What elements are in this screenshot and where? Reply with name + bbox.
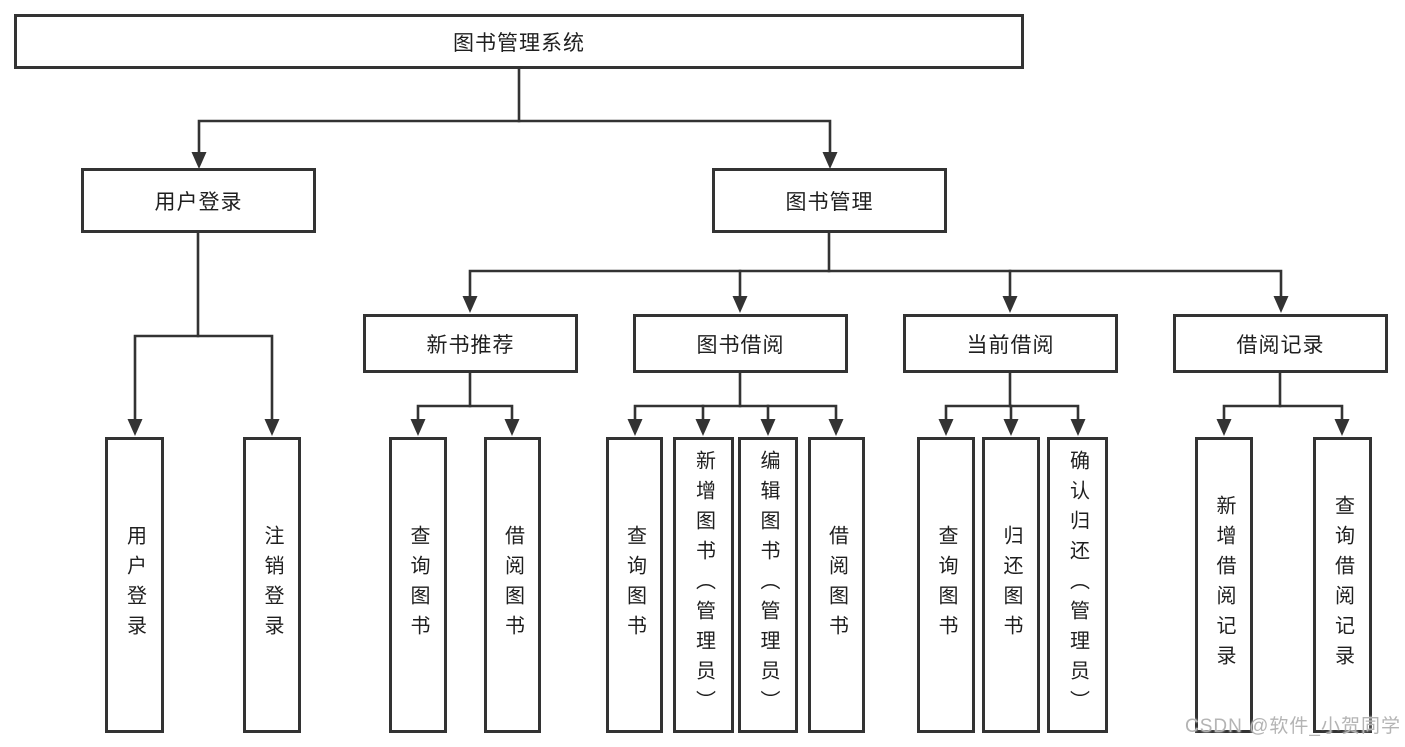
leaf-query-borrow-record: 查询借阅记录 (1313, 437, 1372, 733)
node-borrow-record-label: 借阅记录 (1236, 333, 1325, 357)
node-current-borrow-label: 当前借阅 (966, 333, 1055, 357)
node-new-book-recommend-label: 新书推荐 (426, 333, 515, 357)
leaf-logout-label: 注销登录 (261, 525, 283, 645)
leaf-query-borrow-record-label: 查询借阅记录 (1331, 495, 1354, 675)
leaf-borrow-books-recommend: 借阅图书 (484, 437, 541, 733)
leaf-borrow-books: 借阅图书 (808, 437, 865, 733)
leaf-logout: 注销登录 (243, 437, 301, 733)
leaf-query-books-current: 查询图书 (917, 437, 975, 733)
leaf-query-books-recommend-label: 查询图书 (407, 525, 429, 645)
leaf-add-borrow-record-label: 新增借阅记录 (1213, 495, 1235, 675)
leaf-query-books-borrow-label: 查询图书 (623, 525, 646, 645)
leaf-user-login: 用户登录 (105, 437, 164, 733)
leaf-return-books-label: 归还图书 (1000, 525, 1022, 645)
leaf-user-login-label: 用户登录 (123, 525, 146, 645)
leaf-query-books-borrow: 查询图书 (606, 437, 663, 733)
leaf-edit-books-admin-label: 编辑图书（管理员） (757, 450, 779, 720)
leaf-borrow-books-recommend-label: 借阅图书 (501, 525, 524, 645)
leaf-add-borrow-record: 新增借阅记录 (1195, 437, 1253, 733)
node-book-management-label: 图书管理 (785, 190, 874, 214)
node-borrow-record: 借阅记录 (1173, 314, 1388, 373)
node-root: 图书管理系统 (14, 14, 1024, 69)
node-root-label: 图书管理系统 (453, 31, 585, 55)
leaf-add-books-admin-label: 新增图书（管理员） (692, 450, 715, 720)
leaf-confirm-return-admin-label: 确认归还（管理员） (1066, 450, 1089, 720)
node-current-borrow: 当前借阅 (903, 314, 1118, 373)
node-user-login-label: 用户登录 (154, 190, 243, 214)
node-book-borrow: 图书借阅 (633, 314, 848, 373)
leaf-query-books-current-label: 查询图书 (935, 525, 957, 645)
node-user-login: 用户登录 (81, 168, 316, 233)
leaf-edit-books-admin: 编辑图书（管理员） (738, 437, 798, 733)
leaf-confirm-return-admin: 确认归还（管理员） (1047, 437, 1108, 733)
leaf-query-books-recommend: 查询图书 (389, 437, 447, 733)
leaf-return-books: 归还图书 (982, 437, 1040, 733)
node-book-borrow-label: 图书借阅 (696, 333, 785, 357)
watermark: CSDN @软件_小贺同学 (1185, 716, 1401, 737)
leaf-borrow-books-label: 借阅图书 (825, 525, 848, 645)
node-new-book-recommend: 新书推荐 (363, 314, 578, 373)
leaf-add-books-admin: 新增图书（管理员） (673, 437, 734, 733)
node-book-management: 图书管理 (712, 168, 947, 233)
